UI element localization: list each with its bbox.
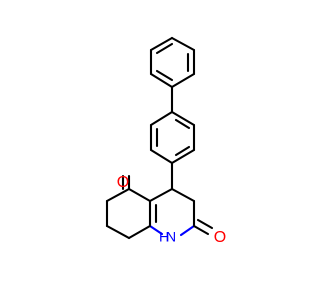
double-bond-inner bbox=[174, 118, 191, 130]
lactam-nitrogen-label: N bbox=[166, 229, 176, 245]
c7-c8-bond bbox=[105, 224, 131, 240]
top-phenyl-ring bbox=[149, 36, 196, 89]
c4-c4a-bond bbox=[148, 187, 174, 203]
double-bond-inner bbox=[174, 145, 191, 157]
double-bond-inner bbox=[155, 69, 174, 82]
bond bbox=[149, 148, 174, 165]
c8-c8a-bond bbox=[127, 224, 152, 240]
molecule-canvas: O O N H bbox=[105, 36, 227, 247]
bond bbox=[149, 72, 174, 89]
lactam-nh-hydrogen-label: H bbox=[159, 229, 169, 245]
c4-c3-bond bbox=[170, 187, 196, 203]
cyclohexenone-ring bbox=[105, 187, 152, 240]
ketone-oxygen-label: O bbox=[117, 174, 129, 191]
bond bbox=[149, 36, 174, 52]
bond bbox=[170, 110, 196, 127]
bond bbox=[149, 110, 174, 127]
c4a-c5-bond bbox=[127, 187, 152, 203]
ketone-carbonyl bbox=[121, 174, 131, 191]
lactam-carbonyl-double-bond bbox=[196, 218, 214, 230]
bond bbox=[170, 148, 196, 165]
bond bbox=[170, 36, 196, 52]
lactam-oxygen-label: O bbox=[214, 229, 226, 246]
molecule-structure-svg: O O N H bbox=[105, 36, 226, 246]
c5-c6-bond bbox=[105, 187, 131, 203]
c2-n1-bond bbox=[179, 224, 196, 237]
lactam-carbonyl-bond bbox=[192, 224, 210, 236]
bond bbox=[170, 72, 196, 89]
lactam-ring bbox=[148, 187, 196, 237]
lactam-carbonyl bbox=[192, 218, 214, 236]
middle-phenyl-ring bbox=[149, 110, 196, 165]
c8a-n1-bond bbox=[148, 224, 164, 236]
double-bond-inner bbox=[155, 42, 174, 55]
